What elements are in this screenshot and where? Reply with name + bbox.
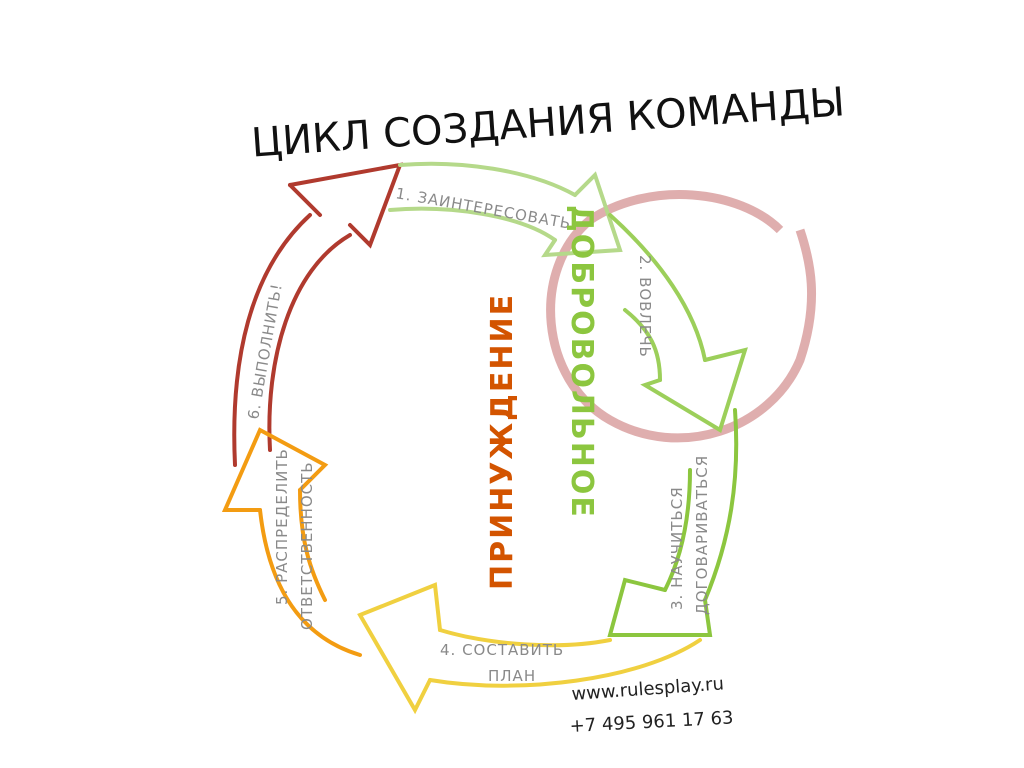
step-3-label-line2: ДОГОВАРИВАТЬСЯ [693,455,711,615]
arrow-step-2 [608,213,748,434]
arrow-step-3 [607,408,739,637]
arrow-step-5 [221,427,362,657]
highlight-circle [546,190,817,443]
diagram-title: ЦИКЛ СОЗДАНИЯ КОМАНДЫ [250,79,846,166]
arrow-step-1 [388,161,623,258]
arrow-step-4 [357,582,702,715]
step-4-label-line2: ПЛАН [488,667,536,685]
step-3-label: 3. НАУЧИТЬСЯ [668,486,686,610]
voluntary-label: ДОБРОВОЛЬНОЕ [564,205,599,519]
step-5-label-line2: ОТВЕТСТВЕННОСТЬ [298,461,316,630]
step-6-label: 6. ВЫПОЛНИТЬ! [244,282,286,421]
step-5-label: 5. РАСПРЕДЕЛИТЬ [273,448,291,605]
step-4-label: 4. СОСТАВИТЬ [440,641,564,659]
coercion-label: ПРИНУЖДЕНИЕ [485,293,520,590]
arrow-step-6 [232,162,404,467]
contact-phone: +7 495 961 17 63 [569,707,734,737]
step-2-label: 2. ВОВЛЕЧЬ [636,255,654,358]
